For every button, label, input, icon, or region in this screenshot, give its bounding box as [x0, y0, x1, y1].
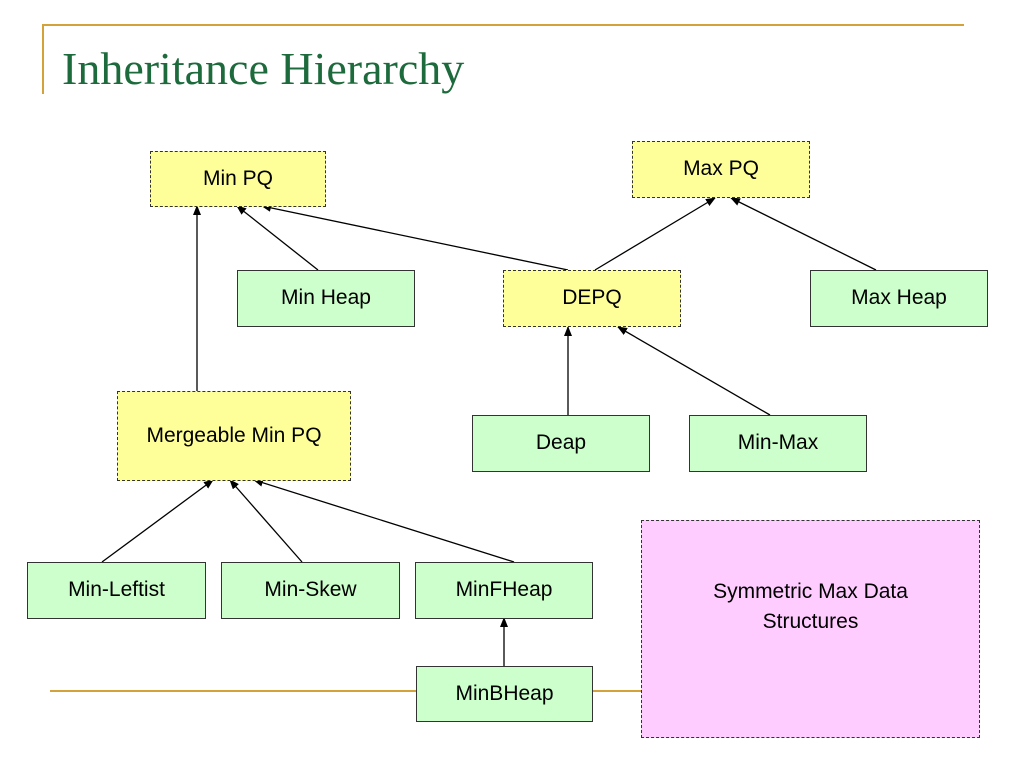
edge-minmax-to-depq	[617, 326, 771, 416]
node-min-heap: Min Heap	[237, 270, 415, 327]
title-rule	[42, 24, 44, 94]
node-max-pq: Max PQ	[632, 141, 810, 198]
node-max-heap: Max Heap	[810, 270, 988, 327]
bottom-rule-left	[50, 690, 418, 692]
node-min-max: Min-Max	[689, 415, 867, 472]
edge-depq-to-maxpq	[594, 197, 716, 271]
node-min-leftist: Min-Leftist	[27, 562, 206, 619]
top-rule	[42, 24, 964, 26]
edge-depq-to-minpq	[261, 203, 569, 271]
bottom-rule-right	[592, 690, 642, 692]
node-min-pq: Min PQ	[150, 151, 326, 207]
edge-minfheap-to-mergeable	[253, 478, 515, 563]
edge-maxheap-to-maxpq	[730, 197, 877, 271]
node-mergeable-min-pq: Mergeable Min PQ	[117, 391, 351, 481]
slide-title: Inheritance Hierarchy	[62, 43, 465, 94]
node-symmetric-max: Symmetric Max Data Structures	[641, 520, 980, 738]
node-min-skew: Min-Skew	[221, 562, 400, 619]
node-minfheap: MinFHeap	[415, 562, 593, 619]
edge-minleftist-to-mergeable	[101, 479, 214, 563]
edge-minheap-to-minpq	[236, 205, 319, 271]
edge-minskew-to-mergeable	[229, 479, 303, 563]
node-deap: Deap	[472, 415, 650, 472]
node-minbheap: MinBHeap	[416, 666, 593, 722]
node-depq: DEPQ	[503, 270, 681, 327]
